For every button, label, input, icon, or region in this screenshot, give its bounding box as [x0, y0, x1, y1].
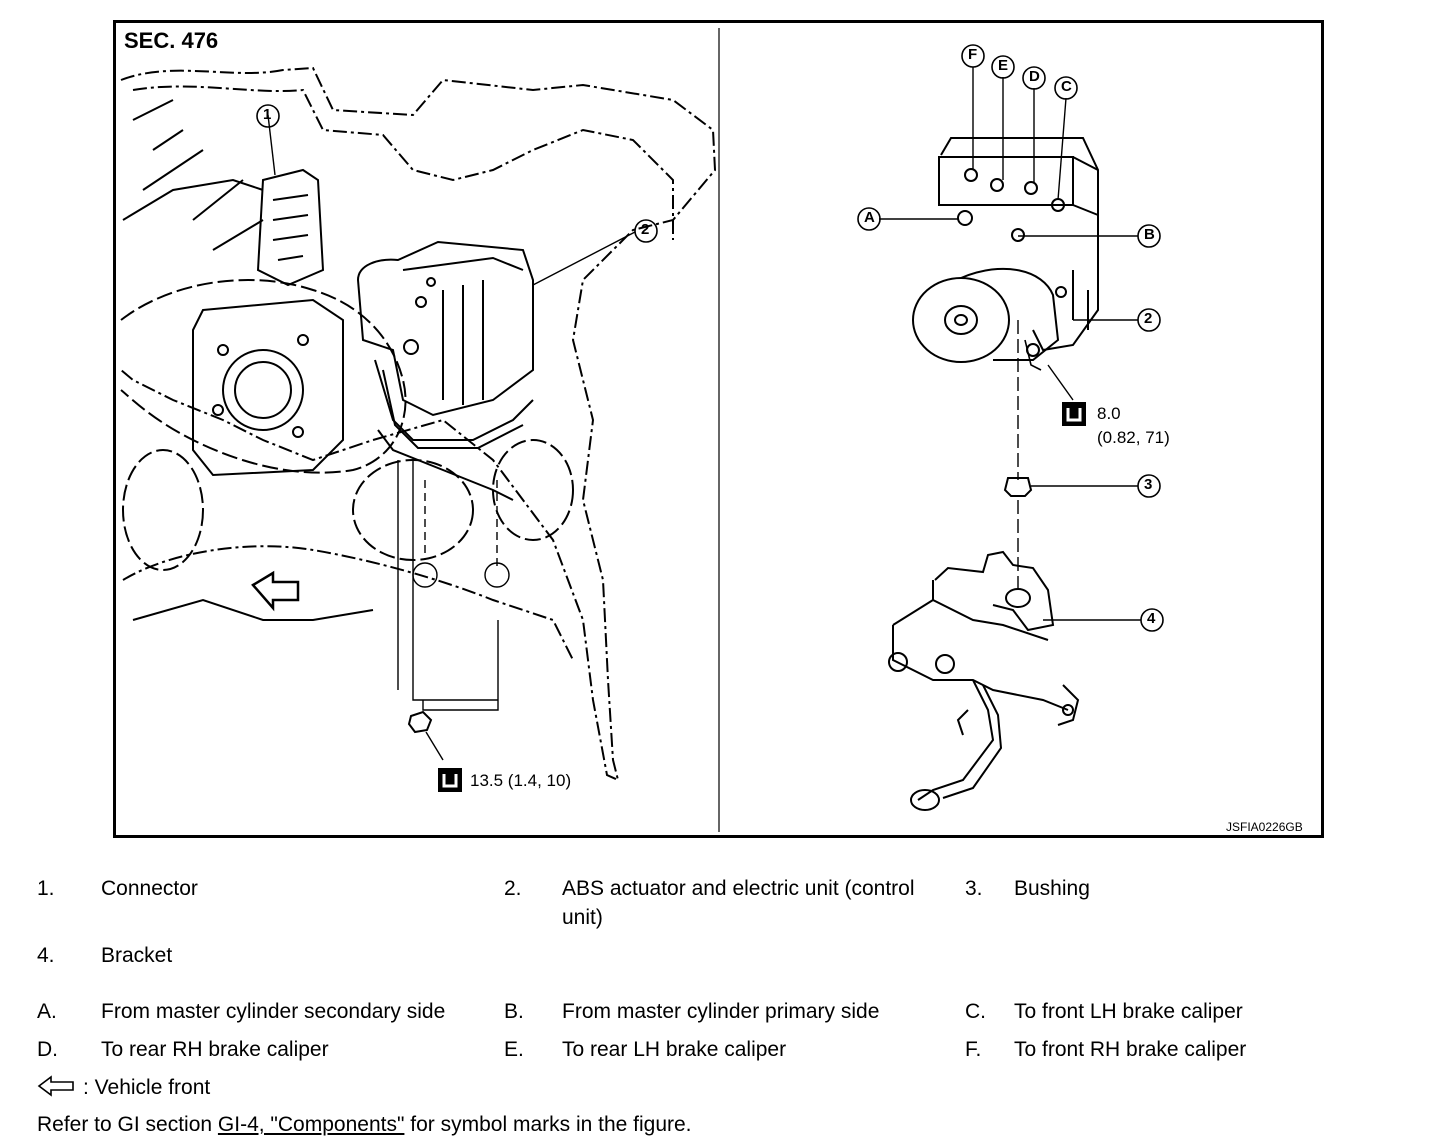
torque-icon-right: [1047, 364, 1086, 426]
legend-num-d: D.: [37, 1038, 58, 1061]
legend-num-c: C.: [965, 1000, 986, 1023]
reference-note: Refer to GI section GI-4, "Components" f…: [37, 1113, 692, 1137]
legend-text-c: To front LH brake caliper: [1014, 1000, 1243, 1023]
vehicle-front-arrow: [251, 570, 300, 612]
callout-label-1: 1: [263, 106, 272, 123]
figure-frame: [113, 20, 1324, 838]
callout-label-d: D: [1029, 68, 1040, 85]
legend-num-f: F.: [965, 1038, 982, 1061]
callout-2-left: [634, 219, 658, 243]
legend-text-a: From master cylinder secondary side: [101, 1000, 446, 1023]
legend-num-4: 4.: [37, 944, 55, 967]
torque-value-right-line2: (0.82, 71): [1097, 428, 1170, 447]
vehicle-front-text: : Vehicle front: [83, 1076, 211, 1099]
abs-actuator-drawing: [888, 137, 1099, 811]
legend-text-d: To rear RH brake caliper: [101, 1038, 329, 1061]
legend-text-1: Connector: [101, 877, 198, 900]
vehicle-front-icon: [37, 1075, 74, 1097]
torque-icon-left: [438, 768, 462, 792]
callout-label-a: A: [864, 209, 875, 226]
legend-text-b: From master cylinder primary side: [562, 1000, 880, 1023]
callout-label-4: 4: [1147, 610, 1156, 627]
callout-1: [256, 104, 280, 128]
callout-label-c: C: [1061, 78, 1072, 95]
callout-label-e: E: [998, 57, 1009, 74]
callout-label-3: 3: [1144, 476, 1153, 493]
legend-num-1: 1.: [37, 877, 55, 900]
reference-prefix: Refer to GI section: [37, 1113, 218, 1136]
legend-text-3: Bushing: [1014, 877, 1090, 900]
torque-value-right-line1: 8.0: [1097, 404, 1121, 423]
legend-text-4: Bracket: [101, 944, 173, 967]
legend-num-b: B.: [504, 1000, 524, 1023]
figure-id: JSFIA0226GB: [1226, 820, 1303, 834]
torque-value-left: 13.5 (1.4, 10): [470, 771, 572, 790]
reference-suffix: for symbol marks in the figure.: [404, 1113, 692, 1136]
reference-link[interactable]: GI-4, "Components": [217, 1113, 405, 1136]
exploded-view-figure: [113, 20, 1324, 838]
callout-letters: [857, 44, 1164, 632]
legend-num-a: A.: [37, 1000, 57, 1023]
callout-label-b: B: [1144, 226, 1155, 243]
engine-compartment-drawing: [120, 66, 717, 782]
legend-num-2: 2.: [504, 877, 522, 900]
section-label: SEC. 476: [124, 28, 219, 53]
callout-label-2-left: 2: [641, 221, 650, 238]
legend-num-e: E.: [504, 1038, 524, 1061]
legend-text-e: To rear LH brake caliper: [562, 1038, 787, 1061]
legend-text-2: ABS actuator and electric unit (control …: [562, 877, 915, 929]
legend-num-3: 3.: [965, 877, 983, 900]
legend-text-f: To front RH brake caliper: [1014, 1038, 1247, 1061]
vehicle-front-note: : Vehicle front: [37, 1074, 210, 1100]
callout-label-f: F: [968, 46, 978, 63]
callout-label-2-right: 2: [1144, 310, 1153, 327]
